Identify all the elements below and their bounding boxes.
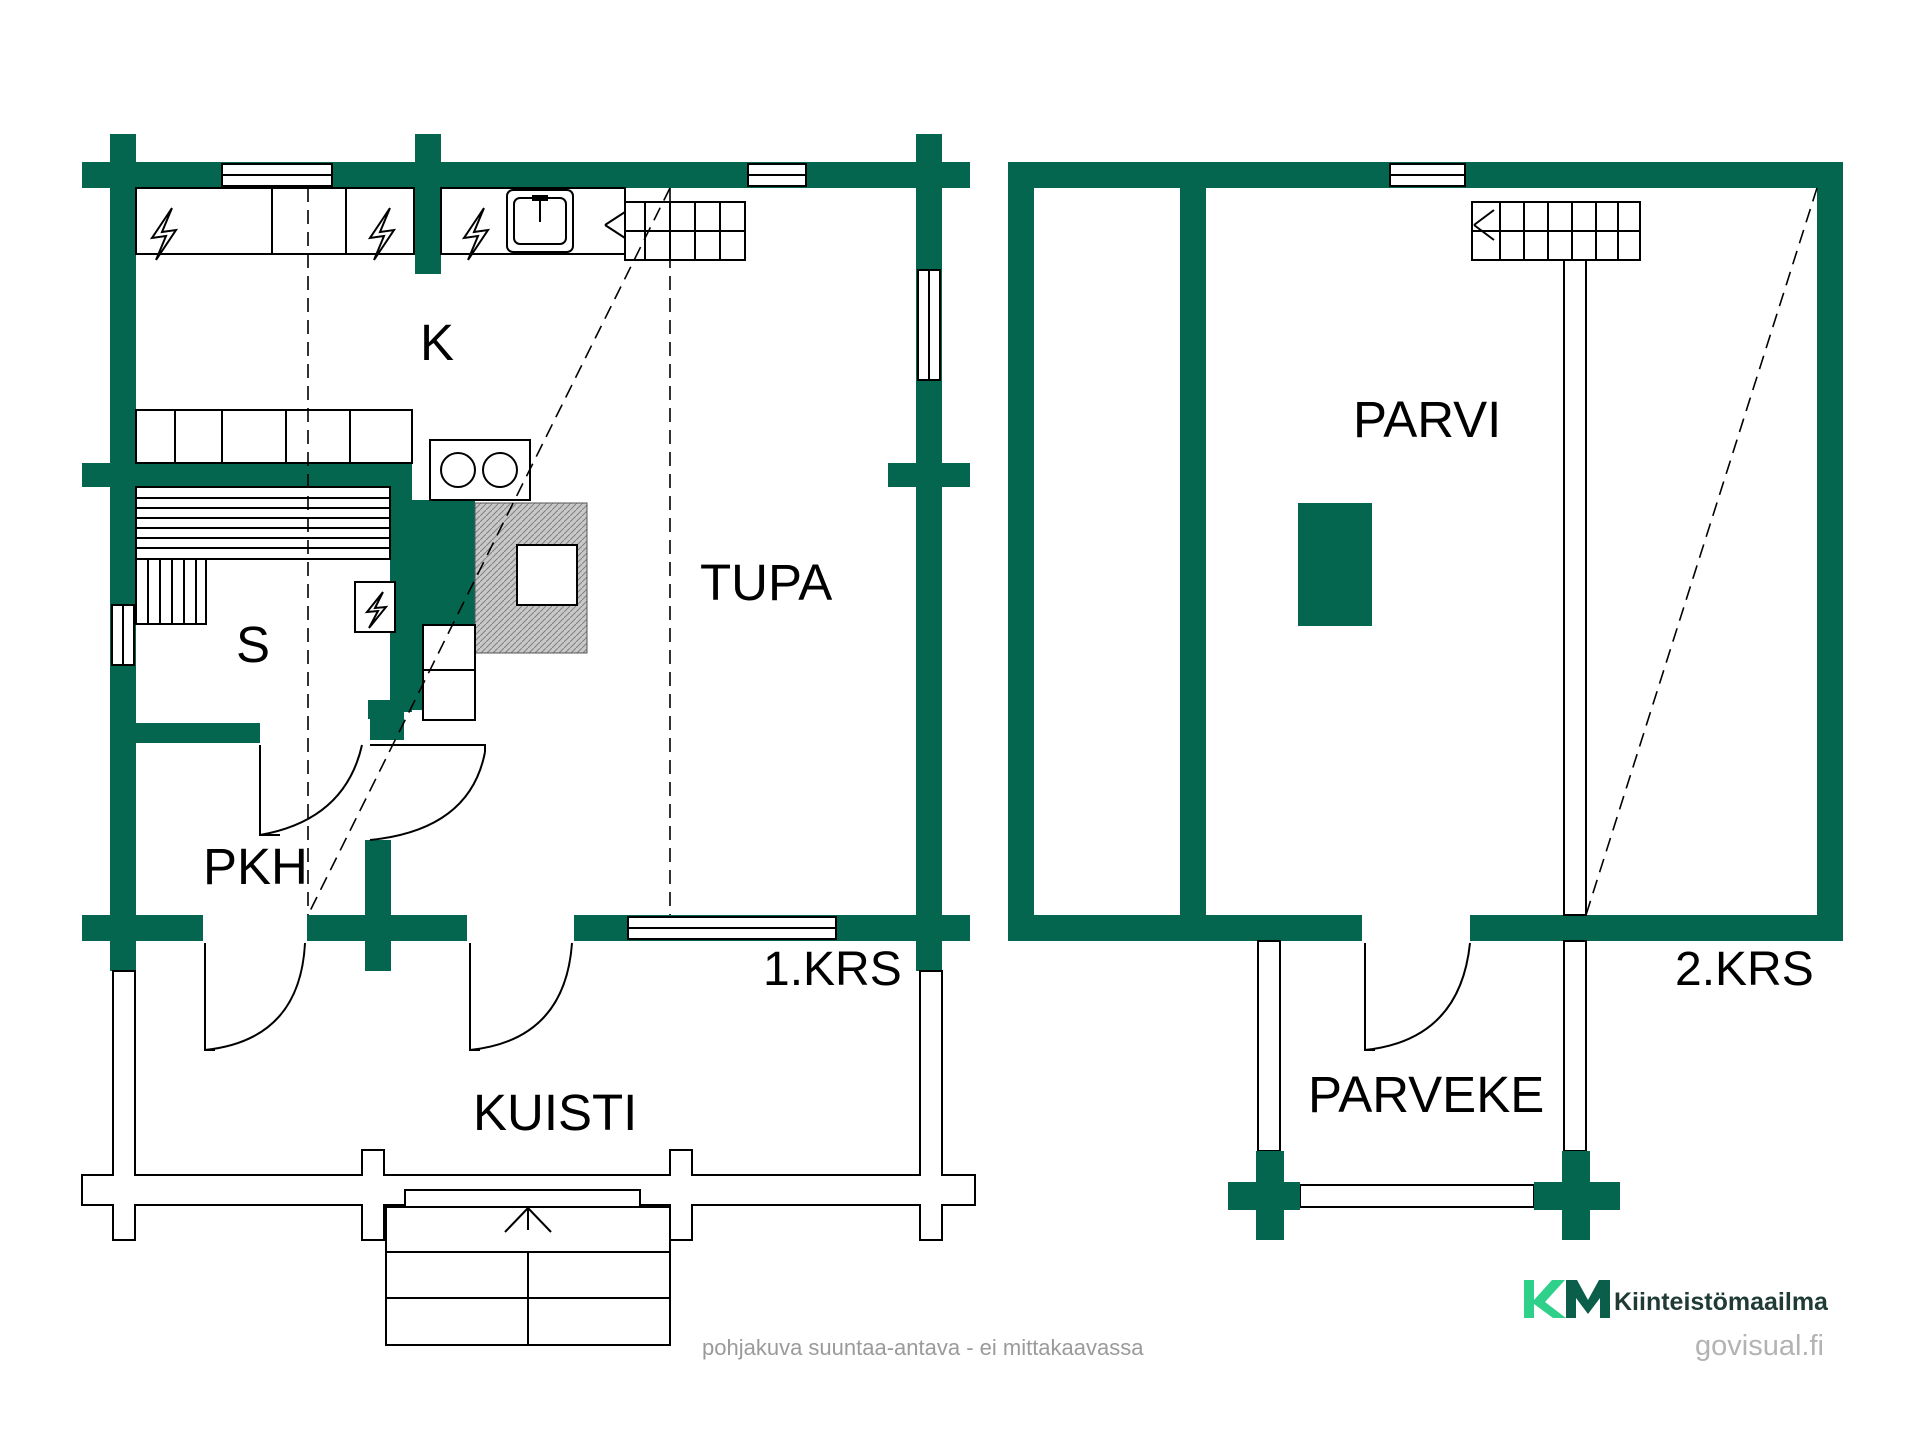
kitchen-counter	[135, 187, 415, 255]
electric-outlet-icon	[461, 207, 491, 261]
firewood-box	[422, 624, 476, 721]
stairs-arrow-icon	[504, 1207, 552, 1233]
room-label-kuisti: KUISTI	[473, 1084, 637, 1141]
log-end	[942, 915, 970, 941]
stairs	[1471, 201, 1641, 916]
door-gap	[260, 719, 370, 747]
stairs	[604, 201, 746, 261]
door	[204, 943, 215, 1051]
first-floor	[81, 134, 976, 1346]
stairs-arrow-icon	[604, 211, 626, 239]
wall-stub	[368, 700, 404, 740]
chimney	[1298, 503, 1372, 626]
log-end	[942, 162, 970, 188]
balcony	[1228, 940, 1620, 1240]
door-gap	[1362, 913, 1470, 943]
door-gap	[467, 913, 574, 943]
electric-outlet-icon	[367, 207, 397, 261]
wall-pkh-right	[365, 840, 391, 941]
wall	[110, 162, 136, 941]
porch	[81, 970, 976, 1241]
door	[259, 745, 280, 836]
room-label-parveke: PARVEKE	[1308, 1066, 1544, 1123]
log-end	[415, 134, 441, 274]
wall	[1180, 188, 1206, 915]
brand-logo: Kiinteistömaailma govisual.fi	[1524, 1280, 1829, 1362]
sauna-bench-slats	[135, 486, 391, 625]
room-label-s: S	[236, 616, 270, 673]
log-end	[888, 463, 970, 487]
wall-sauna	[110, 463, 412, 487]
wall	[1008, 162, 1034, 941]
porch-steps	[385, 1206, 671, 1346]
log-end	[82, 915, 110, 941]
second-floor	[1008, 162, 1843, 1240]
log-end	[110, 941, 136, 971]
door	[370, 744, 486, 752]
fireplace	[474, 502, 588, 654]
log-end	[365, 941, 391, 971]
brand-name: Kiinteistömaailma	[1614, 1288, 1829, 1316]
room-label-tupa: TUPA	[700, 554, 832, 611]
door	[469, 943, 480, 1051]
stove-icon	[429, 439, 531, 501]
log-end	[82, 162, 110, 188]
log-end	[916, 134, 942, 162]
electric-outlet-icon	[354, 581, 396, 633]
room-label-k: K	[420, 314, 454, 371]
floor-label-second: 2.KRS	[1675, 943, 1814, 996]
floor-label-first: 1.KRS	[763, 943, 902, 996]
wall-pkh	[110, 723, 260, 743]
electric-outlet-icon	[149, 207, 179, 261]
stairs-arrow-icon	[1473, 209, 1495, 241]
brand-credit: govisual.fi	[1695, 1330, 1824, 1362]
room-label-parvi: PARVI	[1353, 391, 1501, 448]
log-end	[916, 941, 942, 971]
door-gap	[203, 913, 307, 943]
sauna-bench	[135, 409, 413, 464]
door	[1364, 943, 1375, 1051]
wall	[1817, 162, 1843, 941]
room-label-pkh: PKH	[203, 838, 308, 895]
disclaimer-caption: pohjakuva suuntaa-antava - ei mittakaava…	[702, 1335, 1144, 1360]
log-end	[110, 134, 136, 162]
km-logo-icon	[1524, 1280, 1610, 1318]
